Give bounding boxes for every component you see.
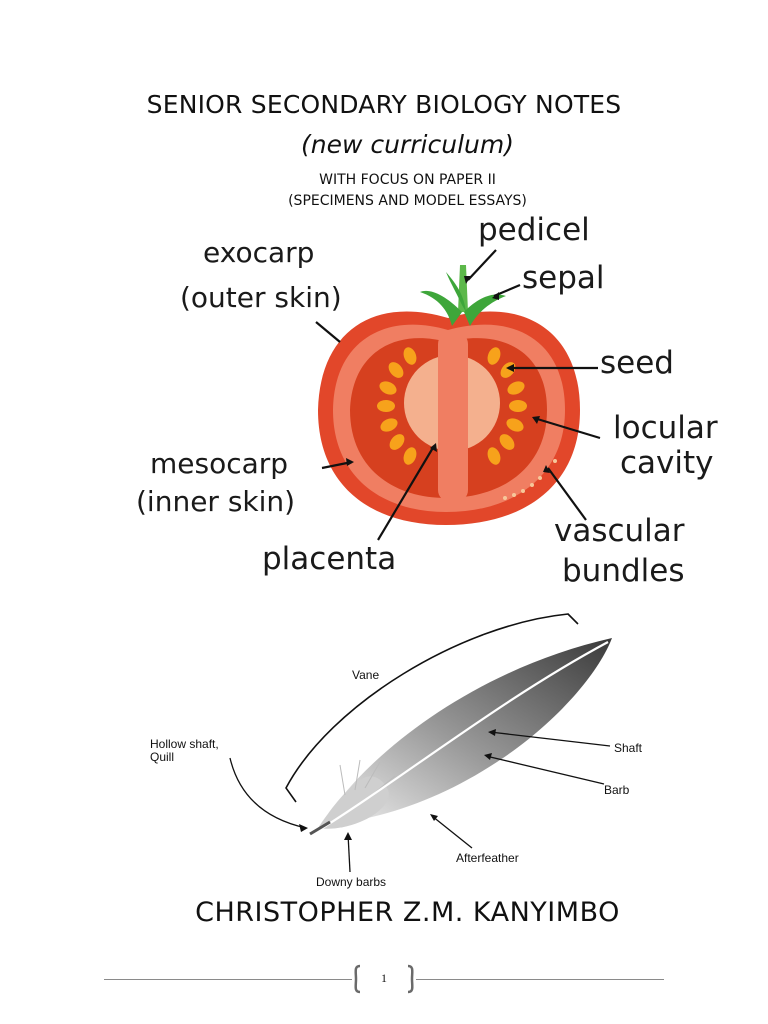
feather-down [318, 776, 389, 829]
label-inner-skin: (inner skin) [136, 485, 296, 518]
feather-diagram: Vane Hollow shaft, Quill Shaft Barb Afte… [0, 600, 768, 900]
label-outer-skin: (outer skin) [180, 281, 342, 314]
label-afterfeather: Afterfeather [456, 851, 519, 865]
author-name: CHRISTOPHER Z.M. KANYIMBO [195, 897, 620, 928]
page-number: 1 [381, 971, 387, 985]
tomato-illustration [315, 249, 601, 541]
label-bundles: bundles [562, 553, 685, 589]
focus-line-2: (SPECIMENS AND MODEL ESSAYS) [288, 193, 527, 209]
vane-bracket [285, 613, 579, 803]
label-mesocarp: mesocarp [150, 447, 289, 480]
focus-line-1: WITH FOCUS ON PAPER II [319, 172, 496, 188]
label-quill: Quill [150, 750, 175, 764]
document-subtitle: (new curriculum) [301, 130, 514, 159]
feather-arrowheads [299, 729, 496, 840]
label-placenta: placenta [262, 541, 397, 577]
tomato-sepals [420, 272, 506, 326]
feather-shaft [315, 641, 609, 833]
label-cavity: cavity [620, 445, 714, 481]
label-shaft: Shaft [614, 741, 643, 755]
feather-illustration [229, 613, 612, 873]
label-seed: seed [600, 345, 674, 381]
tomato-leader-lines [315, 249, 601, 541]
label-downy-barbs: Downy barbs [316, 875, 387, 889]
document-title: SENIOR SECONDARY BIOLOGY NOTES [146, 90, 622, 119]
label-hollow-shaft: Hollow shaft, [150, 737, 219, 751]
label-barb: Barb [604, 783, 630, 797]
label-locular: locular [613, 410, 718, 446]
label-sepal: sepal [522, 260, 605, 296]
label-exocarp: exocarp [203, 236, 315, 269]
tomato-arrowheads [346, 276, 550, 473]
label-vane: Vane [352, 668, 380, 682]
page-number-brackets [352, 964, 416, 994]
label-pedicel: pedicel [478, 212, 590, 248]
tomato-diagram: exocarp (outer skin) pedicel sepal seed … [136, 212, 718, 589]
tomato-septum [438, 332, 468, 502]
feather-leader-lines [229, 731, 611, 873]
feather-quill [309, 820, 331, 836]
label-vascular: vascular [554, 513, 685, 549]
feather-vane [322, 638, 612, 825]
